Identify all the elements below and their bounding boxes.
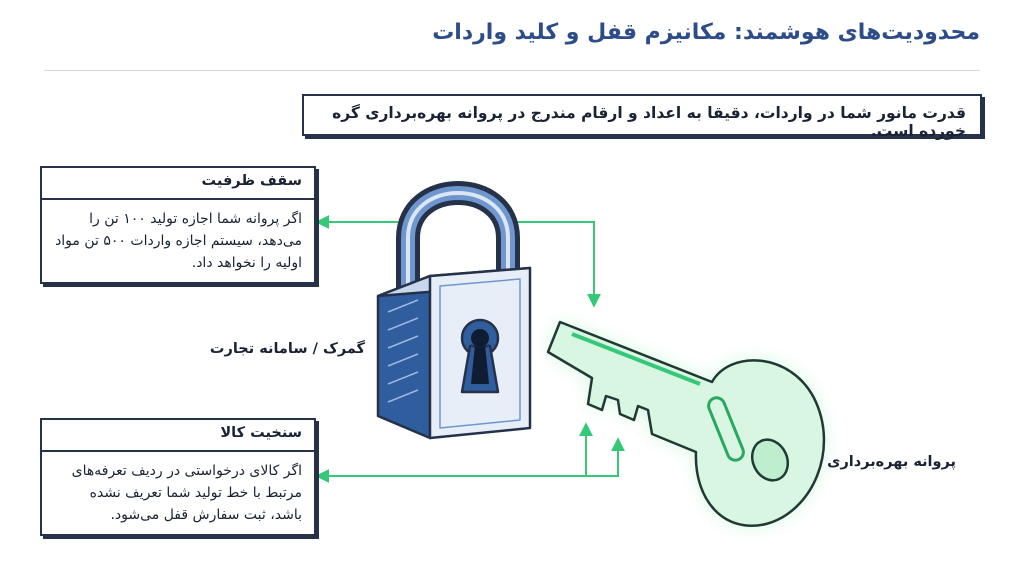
capacity-card-heading: سقف ظرفیت xyxy=(42,168,314,200)
key-label: پروانه بهره‌برداری xyxy=(827,454,956,470)
padlock-icon xyxy=(376,181,532,440)
page-title: محدودیت‌های هوشمند: مکانیزم قفل و کلید و… xyxy=(432,20,980,45)
tariff-card-body: اگر کالای درخواستی در ردیف تعرفه‌های مرت… xyxy=(71,463,302,523)
connector-capacity-to-key xyxy=(508,221,601,308)
key-icon xyxy=(546,320,826,527)
tariff-card-heading: سنخیت کالا xyxy=(42,420,314,452)
title-divider xyxy=(44,70,980,71)
connectors xyxy=(315,215,625,483)
capacity-card-body: اگر پروانه شما اجازه تولید ۱۰۰ تن را می‌… xyxy=(55,211,302,271)
subtitle-text: قدرت مانور شما در واردات، دقیقا به اعداد… xyxy=(332,104,966,140)
tariff-card: سنخیت کالا اگر کالای درخواستی در ردیف تع… xyxy=(40,418,316,536)
connector-tariff-to-key xyxy=(315,437,625,483)
lock-label: گمرک / سامانه تجارت xyxy=(209,341,365,357)
subtitle-box: قدرت مانور شما در واردات، دقیقا به اعداد… xyxy=(302,94,982,140)
keyhole-icon xyxy=(460,318,500,394)
capacity-card: سقف ظرفیت اگر پروانه شما اجازه تولید ۱۰۰… xyxy=(40,166,316,284)
